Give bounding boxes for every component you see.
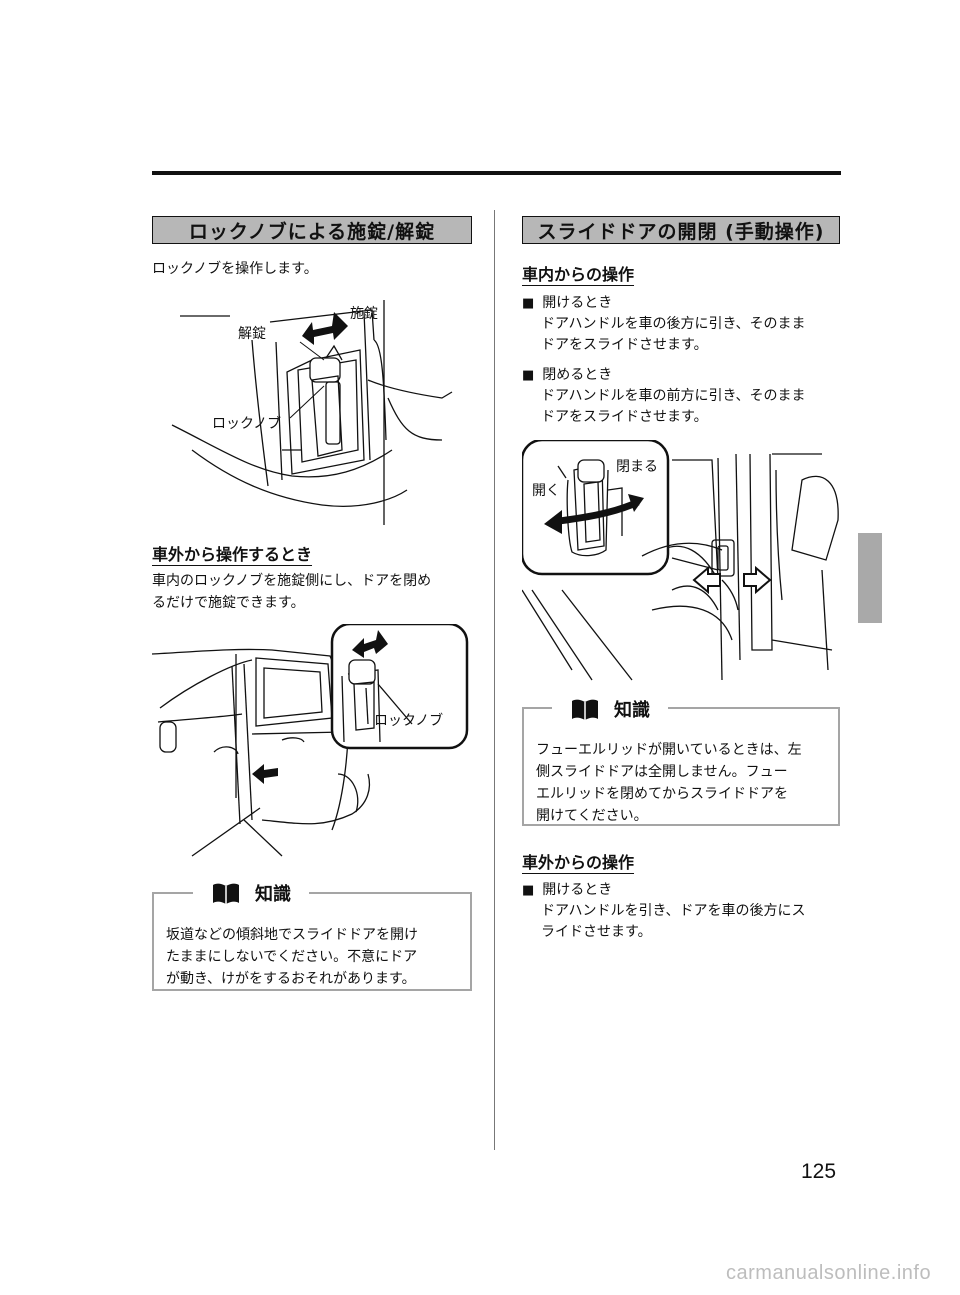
outside-open-label: 開けるとき	[522, 880, 612, 901]
inside-operation-heading: 車内からの操作	[522, 265, 635, 284]
outside-body-line-1: 車内のロックノブを施錠側にし、ドアを閉め	[152, 573, 432, 589]
close-body-line-2: ドアをスライドさせます。	[541, 409, 708, 425]
page-number: 125	[801, 1160, 837, 1183]
open-body-line-2: ドアをスライドさせます。	[541, 337, 708, 353]
outside-operation-heading: 車外から操作するとき	[152, 545, 313, 564]
top-rule	[152, 171, 841, 175]
left-knowledge-box: 坂道などの傾斜地でスライドドアを開け たままにしないでください。不意にドア が動…	[152, 892, 472, 991]
column-divider	[494, 210, 495, 1150]
right-knowledge-header: 知識	[552, 694, 668, 724]
left-knowledge-line-3: が動き、けがをするおそれがあります。	[166, 971, 416, 987]
lock-knob-figure: 施錠 解錠 ロックノブ	[152, 300, 472, 525]
van-exterior-figure: ロックノブ	[151, 622, 472, 864]
right-knowledge-line-1: フューエルリッドが開いているときは、左	[536, 742, 802, 758]
sliding-door-illustration	[520, 438, 839, 681]
right-knowledge-line-3: エルリッドを閉めてからスライドドアを	[536, 786, 788, 802]
open-direction-label: 開く	[532, 483, 560, 499]
lock-knob-label: ロックノブ	[212, 416, 282, 432]
right-knowledge-line-2: 側スライドドアは全開しません。フュー	[536, 764, 788, 780]
exterior-lock-knob-label: ロックノブ	[374, 713, 444, 729]
close-body-line-1: ドアハンドルを車の前方に引き、そのまま	[541, 388, 806, 404]
footer-watermark: carmanualsonline.info	[726, 1262, 932, 1284]
outside-operation-heading-right: 車外からの操作	[522, 853, 635, 872]
left-knowledge-title: 知識	[255, 884, 291, 905]
left-section-heading: ロックノブによる施錠/解錠	[152, 216, 472, 244]
left-knowledge-line-1: 坂道などの傾斜地でスライドドアを開け	[166, 927, 418, 943]
unlock-label: 解錠	[238, 326, 266, 342]
right-knowledge-title: 知識	[614, 700, 650, 721]
outside-body-line-2: るだけで施錠できます。	[152, 595, 305, 611]
right-section-heading: スライドドアの開閉 (手動操作)	[522, 216, 840, 244]
close-direction-label: 閉まる	[616, 459, 658, 475]
open-label: 開けるとき	[522, 293, 612, 314]
open-body-line-1: ドアハンドルを車の後方に引き、そのまま	[541, 316, 806, 332]
sliding-door-figure: 閉まる 開く	[520, 438, 840, 682]
right-knowledge-box: フューエルリッドが開いているときは、左 側スライドドアは全開しません。フュー エ…	[522, 707, 840, 826]
right-knowledge-line-4: 開けてください。	[536, 808, 648, 824]
outside-open-body-line-1: ドアハンドルを引き、ドアを車の後方にス	[541, 903, 806, 919]
left-knowledge-header: 知識	[193, 878, 309, 908]
lock-label: 施錠	[350, 306, 378, 322]
left-intro: ロックノブを操作します。	[152, 261, 318, 277]
van-exterior-illustration	[151, 622, 469, 857]
outside-open-body-line-2: ライドさせます。	[541, 924, 652, 940]
left-knowledge-line-2: たままにしないでください。不意にドア	[166, 949, 418, 965]
book-icon	[572, 699, 598, 720]
section-tab	[858, 533, 882, 623]
book-icon	[213, 883, 239, 904]
lock-knob-illustration	[171, 300, 453, 525]
close-label: 閉めるとき	[522, 365, 612, 386]
